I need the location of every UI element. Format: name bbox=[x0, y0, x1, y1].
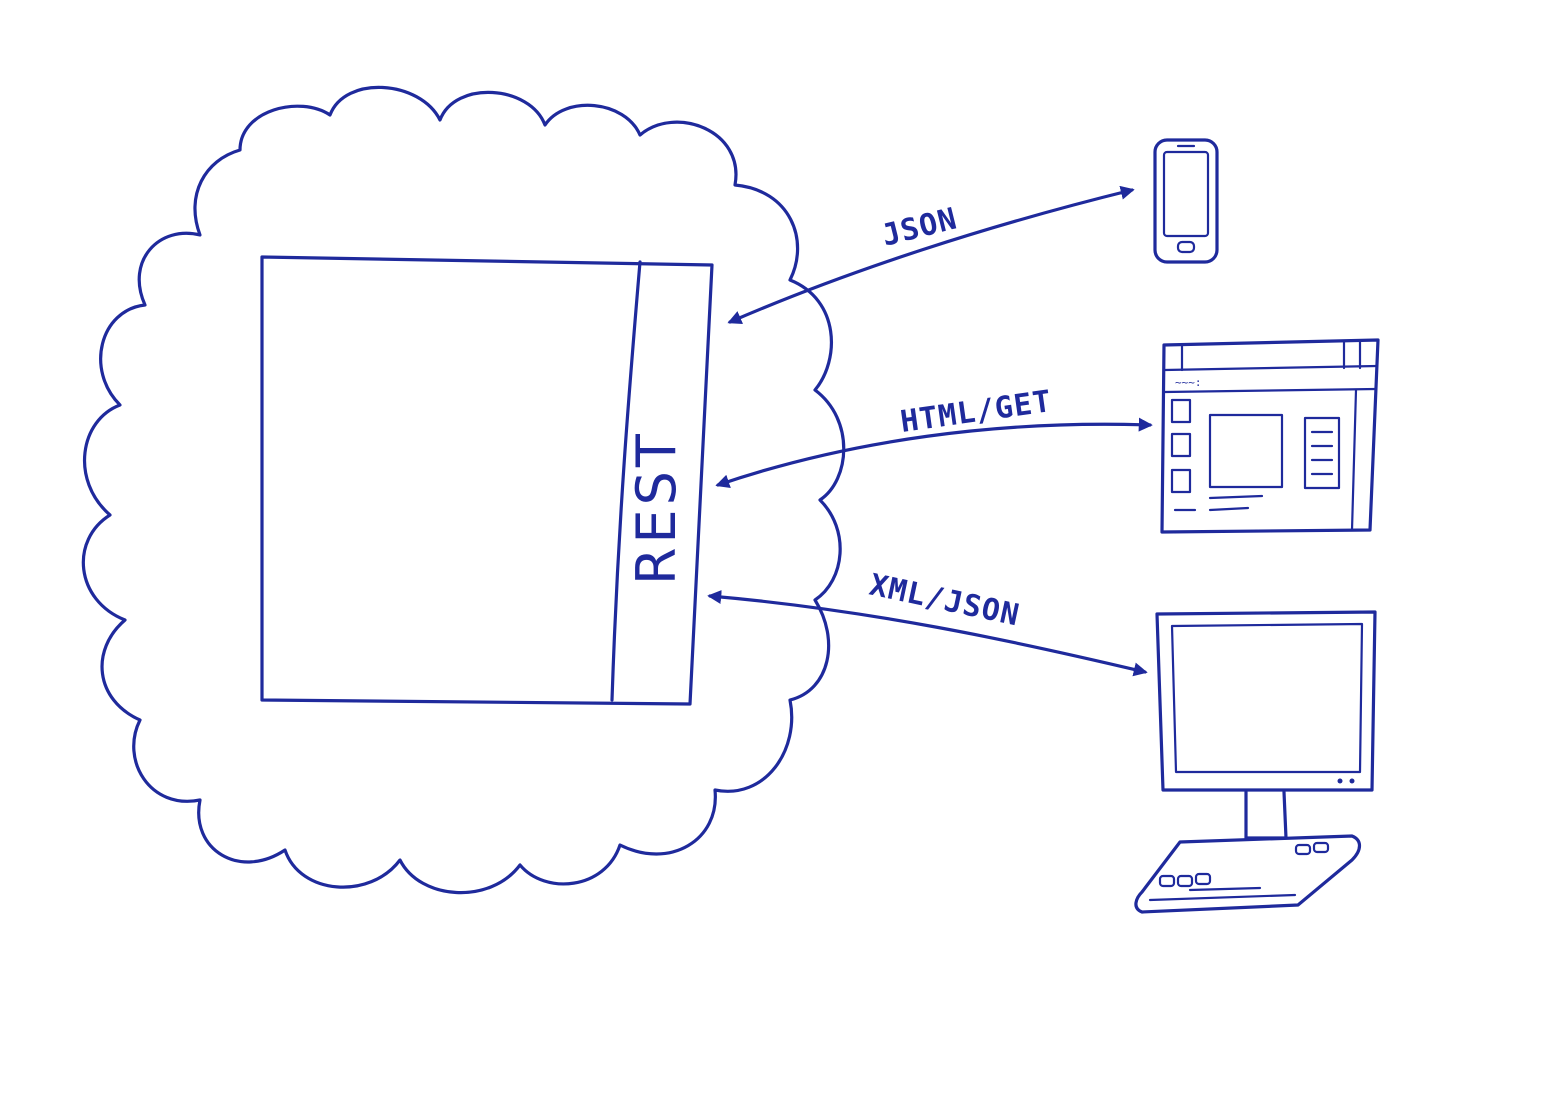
rest-layer-divider bbox=[610, 260, 642, 702]
html-get-arrow bbox=[715, 417, 1153, 489]
smartphone-icon bbox=[1153, 138, 1219, 264]
json-label: JSON bbox=[878, 201, 960, 253]
xml-json-arrow bbox=[707, 590, 1148, 677]
xml-json-label: XML/JSON bbox=[866, 568, 1022, 634]
json-arrow bbox=[727, 185, 1135, 324]
browser-window-icon: ~~~: bbox=[1160, 338, 1380, 534]
server-box bbox=[260, 255, 714, 706]
cloud-icon bbox=[81, 85, 846, 895]
desktop-computer-icon bbox=[1134, 610, 1377, 914]
rest-label: REST bbox=[625, 430, 688, 585]
svg-text:~~~:: ~~~: bbox=[1175, 376, 1202, 389]
